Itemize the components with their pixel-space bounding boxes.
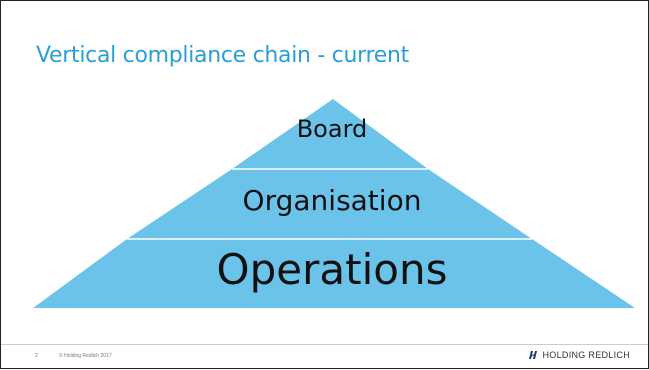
tier-organisation-label: Organisation: [242, 184, 422, 217]
tier-organisation-shape: [127, 169, 532, 239]
footer-divider: [1, 344, 648, 345]
slide-title: Vertical compliance chain - current: [36, 43, 409, 68]
tier-board-shape: [232, 99, 428, 169]
tier-operations-label: Operations: [216, 245, 448, 294]
logo-text: HOLDING REDLICH: [542, 350, 630, 360]
hr-logo-icon: [529, 351, 538, 359]
company-logo: HOLDING REDLICH: [528, 350, 630, 360]
tier-board-label: Board: [296, 115, 368, 143]
copyright-text: © Holding Redlich 2017: [59, 353, 112, 359]
page-number: 2: [35, 353, 38, 359]
tier-operations-shape: [33, 239, 635, 308]
